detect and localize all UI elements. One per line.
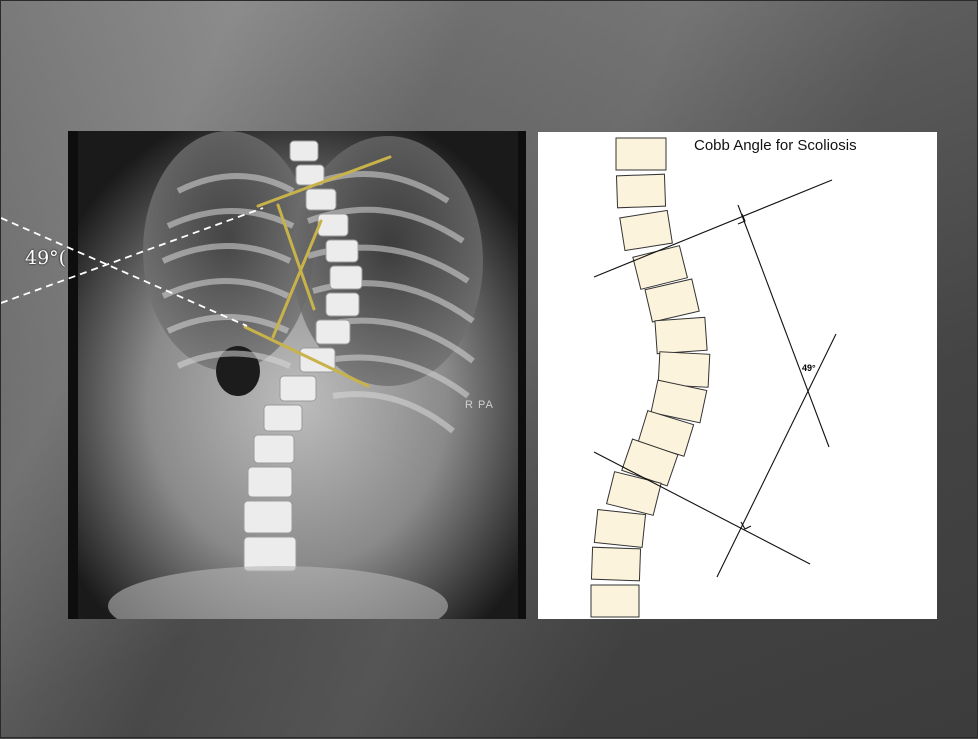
diagram-svg	[538, 132, 937, 619]
spine-xray-image	[68, 131, 526, 619]
xray-svg	[68, 131, 526, 619]
xray-orientation-marker: R PA	[465, 399, 494, 411]
xray-angle-label: 49°(	[25, 247, 66, 269]
upper-perpendicular-line	[738, 205, 829, 447]
left-lung	[143, 131, 313, 371]
right-angle-mark-lower	[741, 522, 751, 529]
vertebrae	[591, 138, 710, 617]
diagram-angle-label: 49°	[802, 363, 816, 373]
cobb-angle-diagram	[538, 132, 937, 619]
diagram-title: Cobb Angle for Scoliosis	[694, 137, 857, 154]
lower-perpendicular-line	[717, 334, 836, 577]
